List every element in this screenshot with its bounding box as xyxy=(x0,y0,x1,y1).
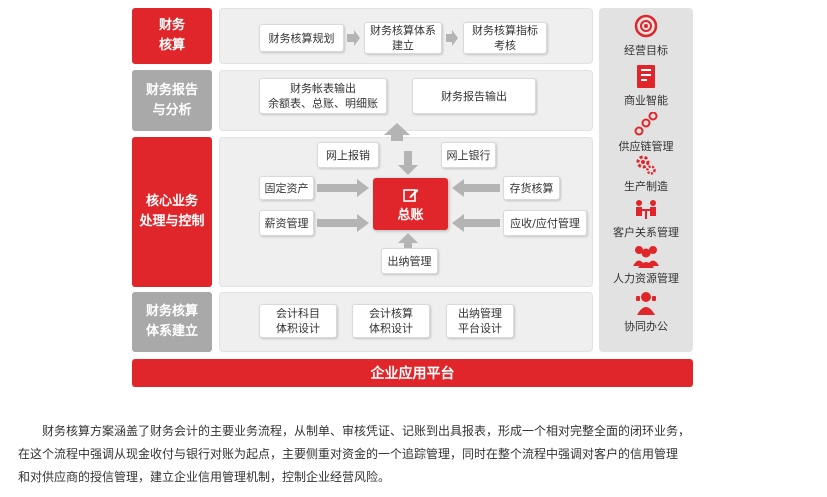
box-receivable-payable[interactable]: 应收/应付管理 xyxy=(503,210,587,236)
box-inventory[interactable]: 存货核算 xyxy=(503,176,560,200)
report-book-icon xyxy=(637,65,655,88)
people-icon xyxy=(633,246,659,268)
meeting-icon xyxy=(636,200,656,219)
enterprise-platform-bar[interactable]: 企业应用平台 xyxy=(132,359,693,387)
sidebar-item-bi[interactable]: 商业智能 xyxy=(599,64,693,108)
box-cashier[interactable]: 出纳管理 xyxy=(381,248,438,274)
box-cashier-platform[interactable]: 出纳管理 平台设计 xyxy=(446,304,514,338)
link-chain-icon xyxy=(634,112,658,136)
arrow-build-to-indicator xyxy=(446,30,458,46)
edit-icon xyxy=(402,188,418,202)
box-accounting-plan[interactable]: 财务核算规划 xyxy=(259,24,344,52)
sidebar-item-hr[interactable]: 人力资源管理 xyxy=(599,244,693,286)
arrow-up-from-cashier xyxy=(398,233,418,248)
arrow-down-into-ledger xyxy=(398,151,418,175)
box-accounting-indicator[interactable]: 财务核算指标 考核 xyxy=(463,22,547,54)
sidebar-item-crm[interactable]: 客户关系管理 xyxy=(599,198,693,240)
label-core-business: 核心业务 处理与控制 xyxy=(132,137,212,287)
arrow-fixed-assets xyxy=(317,179,369,197)
description-line-1: 财务核算方案涵盖了财务会计的主要业务流程，从制单、审核凭证、记账到出具报表，形成… xyxy=(42,424,691,438)
box-accounting-system-build[interactable]: 财务核算体系 建立 xyxy=(364,22,442,54)
ledger-center[interactable]: 总账 xyxy=(373,178,448,230)
ledger-label: 总账 xyxy=(397,207,424,223)
arrow-receivable xyxy=(452,214,500,232)
target-icon xyxy=(634,14,658,38)
arrow-inventory xyxy=(452,179,500,197)
sidebar-item-collaboration[interactable]: 协同办公 xyxy=(599,290,693,334)
box-account-design[interactable]: 会计核算 体积设计 xyxy=(352,304,430,338)
sidebar-item-business-goal[interactable]: 经营目标 xyxy=(599,14,693,58)
collaboration-icon xyxy=(636,292,656,315)
description-line-3: 和对供应商的授信管理，建立企业信用管理机制，控制企业经营风险。 xyxy=(18,470,391,484)
label-accounting-system: 财务核算 体系建立 xyxy=(132,292,212,352)
box-fixed-assets[interactable]: 固定资产 xyxy=(259,176,314,200)
sidebar-item-supply-chain[interactable]: 供应链管理 xyxy=(599,112,693,154)
description-line-2: 在这个流程中强调从现金收付与银行对账为起点，主要侧重对资金的一个追踪管理，同时在… xyxy=(18,447,679,461)
label-financial-report: 财务报告 与分析 xyxy=(132,70,212,131)
box-online-bank[interactable]: 网上银行 xyxy=(441,142,496,168)
gear-icon xyxy=(636,155,656,175)
box-report-output[interactable]: 财务报告输出 xyxy=(412,78,536,114)
arrow-up-to-report xyxy=(384,123,410,141)
arrow-plan-to-build xyxy=(347,30,360,46)
box-account-subject[interactable]: 会计科目 体积设计 xyxy=(259,304,337,338)
sidebar-item-manufacturing[interactable]: 生产制造 xyxy=(599,154,693,194)
arrow-payroll xyxy=(317,214,369,232)
box-ledger-output[interactable]: 财务帐表输出 余额表、总账、明细账 xyxy=(259,78,387,114)
label-financial-accounting: 财务 核算 xyxy=(132,8,212,64)
description-paragraph: 财务核算方案涵盖了财务会计的主要业务流程，从制单、审核凭证、记账到出具报表，形成… xyxy=(18,420,818,489)
box-payroll[interactable]: 薪资管理 xyxy=(259,210,314,236)
box-online-reimburse[interactable]: 网上报销 xyxy=(317,142,379,168)
